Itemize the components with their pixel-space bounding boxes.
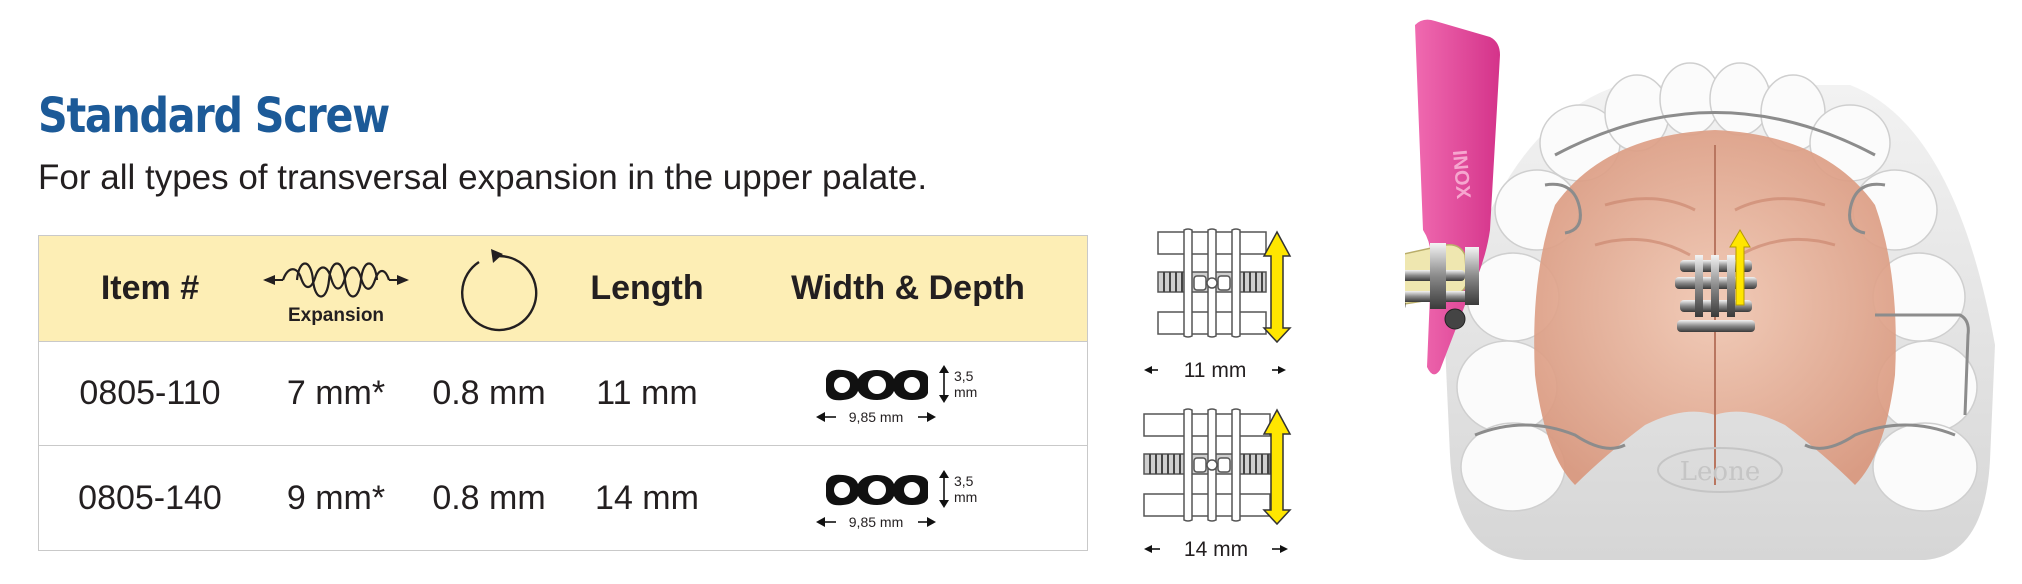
- depth-value: 3,5: [954, 473, 974, 489]
- rotation-icon: [461, 249, 538, 332]
- page-subtitle: For all types of transversal expansion i…: [38, 158, 928, 197]
- screw-diagrams: 11 mm 14 mm: [1143, 228, 1292, 561]
- width-value: 9,85 mm: [849, 409, 903, 425]
- spare-screw: [1405, 243, 1479, 330]
- header-expansion: Expansion: [261, 236, 411, 341]
- model-brand-text: Leone: [1680, 457, 1760, 487]
- cell-length: 11 mm: [596, 373, 698, 412]
- cell-expansion: 9 mm*: [286, 478, 386, 517]
- palatal-screw: [1675, 229, 1757, 332]
- header-turn: [411, 236, 567, 341]
- header-item: Item #: [100, 269, 200, 307]
- table-row: 0805-110 7 mm* 0.8 mm 11 mm 3,5 mm 9,85 …: [39, 341, 1087, 446]
- cell-length: 14 mm: [595, 478, 699, 517]
- key-text: INOX: [1448, 149, 1474, 200]
- screw-profile-icon: 3,5 mm 9,85 mm: [816, 365, 977, 425]
- diagram-length-label: 14 mm: [1184, 538, 1248, 561]
- expansion-spring-icon: [263, 262, 409, 298]
- cell-item: 0805-110: [79, 373, 221, 412]
- table-row: 0805-140 9 mm* 0.8 mm 14 mm 3,5 mm 9,85 …: [39, 446, 1087, 550]
- header-length: Length: [590, 269, 704, 307]
- screw-diagram-11mm: 11 mm: [1144, 228, 1292, 382]
- product-photo: Leone INOX: [1405, 19, 1995, 560]
- product-table: Item # Expansion Length Width & Depth 08…: [38, 235, 1088, 551]
- depth-unit: mm: [954, 384, 977, 400]
- header-width-depth: Width & Depth: [791, 269, 1025, 307]
- cell-turn: 0.8 mm: [432, 373, 546, 412]
- cell-width-depth: 3,5 mm 9,85 mm: [727, 446, 1089, 550]
- cell-expansion: 7 mm*: [286, 373, 386, 412]
- diagram-length-label: 11 mm: [1184, 359, 1247, 382]
- depth-value: 3,5: [954, 368, 974, 384]
- screw-profile-icon: 3,5 mm 9,85 mm: [816, 470, 977, 530]
- expansion-label: Expansion: [287, 305, 385, 326]
- depth-unit: mm: [954, 489, 977, 505]
- table-header: Item # Expansion Length Width & Depth: [39, 236, 1087, 342]
- retention-wires: [1474, 111, 1970, 450]
- cell-item: 0805-140: [78, 478, 222, 517]
- cell-width-depth: 3,5 mm 9,85 mm: [727, 341, 1089, 445]
- page-title: Standard Screw: [38, 88, 390, 144]
- cell-turn: 0.8 mm: [432, 478, 546, 517]
- width-value: 9,85 mm: [849, 514, 903, 530]
- screw-diagram-14mm: 14 mm: [1143, 408, 1292, 561]
